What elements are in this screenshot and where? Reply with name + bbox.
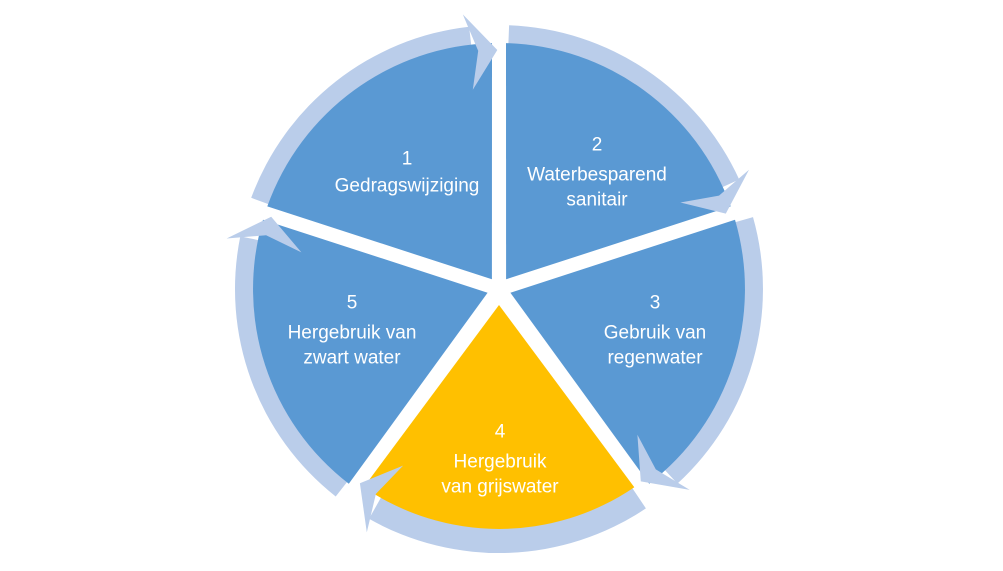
- arrowheads: [226, 14, 749, 533]
- segment-label-line: Gedragswijziging: [335, 176, 480, 197]
- ring-arrowhead-1: [680, 169, 749, 214]
- ring-arc-3: [369, 486, 646, 554]
- segment-number: 2: [592, 135, 603, 156]
- segment-wedge-2: [510, 219, 745, 484]
- segment-label-line: Hergebruik van: [288, 323, 417, 344]
- ring-arc-5: [251, 26, 473, 207]
- segment-wedge-3: [363, 305, 635, 529]
- ring-arrowhead-3: [359, 465, 404, 533]
- ring-arrowhead-4: [226, 216, 302, 253]
- ring-arrowhead-2: [637, 434, 690, 490]
- segment-label-line: sanitair: [566, 190, 628, 211]
- segment-number: 5: [347, 293, 358, 314]
- segment-wedge-5: [267, 43, 492, 280]
- segment-label-line: Gebruik van: [604, 323, 706, 344]
- segment-wedge-1: [506, 43, 731, 280]
- segment-number: 1: [402, 149, 413, 170]
- segment-label-line: zwart water: [303, 348, 401, 369]
- segment-wedge-4: [253, 219, 488, 484]
- segment-label-line: regenwater: [607, 348, 703, 369]
- segment-label-line: Waterbesparend: [527, 165, 667, 186]
- segment-number: 4: [495, 422, 506, 443]
- ring-arrowhead-5: [462, 14, 498, 90]
- segment-wedges: [253, 43, 745, 529]
- segment-number: 3: [650, 293, 661, 314]
- segment-label-line: van grijswater: [441, 477, 559, 498]
- segment-label-line: Hergebruik: [454, 452, 547, 473]
